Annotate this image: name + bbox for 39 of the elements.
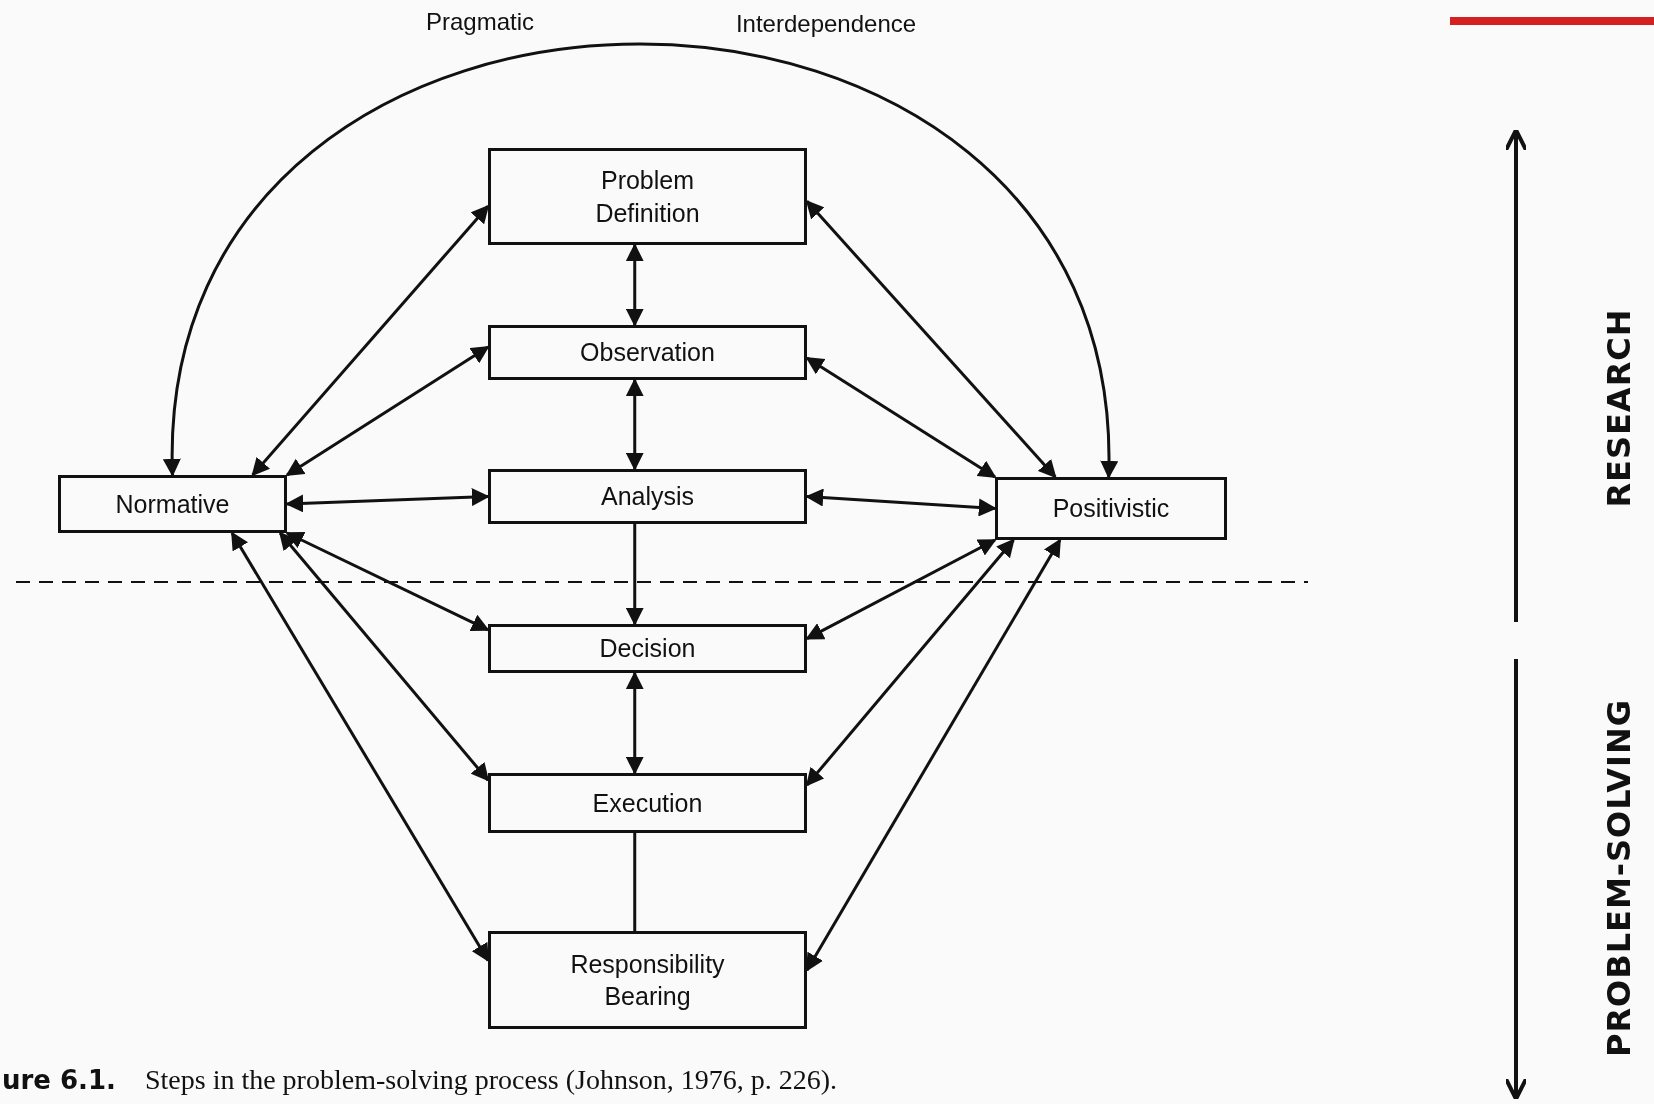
step-box [58,475,287,533]
figure-caption: ure 6.1. Steps in the problem-solving process (Johnson, 1976, p. 226). [2,1064,838,1096]
arrow [625,671,644,775]
arc-label: Interdependence [735,10,917,38]
arrow [805,488,997,517]
arrow [805,538,1015,787]
step-box [488,624,807,673]
arrow [805,200,1057,479]
step-label: Problem Definition [594,165,701,229]
arrow [805,356,997,479]
step-label: Observation [580,337,715,369]
arrow [230,531,490,962]
step-label: Positivistic [1052,493,1170,525]
arrow [278,531,490,782]
step-box [488,148,807,245]
arrow [805,538,997,641]
connector-line [633,833,637,931]
axis-label: RESEARCH [1600,308,1638,508]
arrow [165,43,1116,479]
axis-label: PROBLEM-SOLVING [1600,699,1638,1057]
arrow [625,378,644,471]
step-box [995,477,1227,540]
arc-label: Pragmatic [426,8,534,36]
step-label: Analysis [600,481,695,513]
step-box [488,469,807,524]
step-box [488,773,807,833]
step-box [488,325,807,380]
step-label: Execution [592,787,703,819]
step-label: Normative [115,488,230,520]
arrow [285,345,490,477]
arrow [805,538,1062,972]
arrow [625,243,644,327]
step-label: Decision [599,633,696,665]
step-box [488,931,807,1029]
arrow [285,488,490,513]
arrow [251,204,490,477]
step-label: Responsibility Bearing [569,948,726,1012]
arrow [625,524,644,626]
arrow [285,531,490,632]
